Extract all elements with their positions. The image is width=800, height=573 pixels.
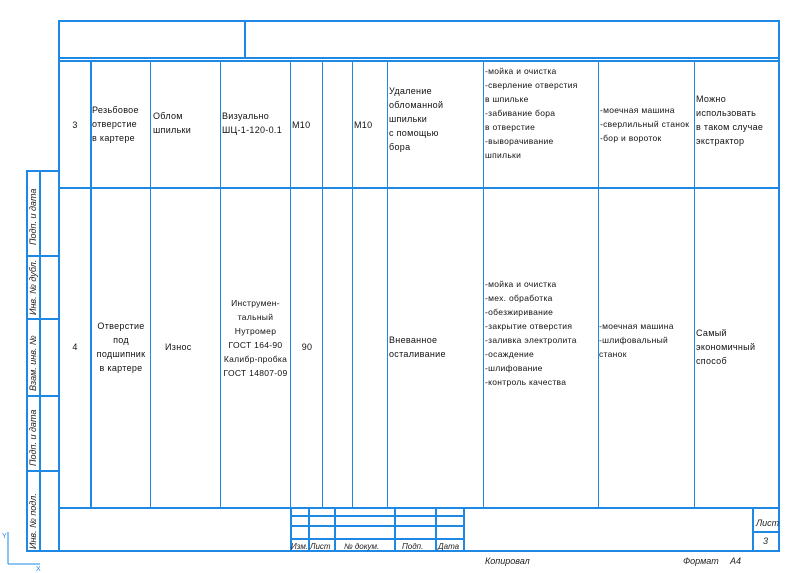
label-data: Дата — [438, 542, 460, 551]
title-block-col — [290, 507, 292, 552]
side-stamp — [26, 170, 58, 552]
equipment-list: -моечная машина -сверлильный станок -бор… — [600, 105, 690, 143]
side-stamp-sep — [26, 470, 58, 472]
title-block-line — [752, 531, 780, 533]
repair-method: Удаление обломанной шпильки с помощью бо… — [389, 86, 444, 152]
operations-list: -мойка и очистка -сверление отверстия в … — [485, 66, 578, 160]
equipment-list: -моечная машина -шлифовальный станок — [599, 321, 674, 359]
label-format: Формат — [683, 556, 719, 566]
title-block-col — [463, 507, 465, 552]
defect-name: Облом шпильки — [153, 111, 192, 135]
title-block-line — [290, 525, 463, 527]
sheet-frame — [58, 20, 780, 552]
label-list: Лист — [310, 542, 331, 551]
side-label-podp: Подп. и дата — [28, 188, 38, 245]
repair-method: Вневанное осталивание — [389, 335, 446, 359]
label-izm: Изм. — [291, 542, 309, 551]
label-podp: Подп. — [402, 542, 424, 551]
side-label-vzam: Взам. инв. № — [28, 335, 38, 391]
label-doc: № докум. — [344, 542, 380, 551]
col-line — [352, 60, 353, 508]
title-block-line — [290, 515, 463, 517]
row-number: 4 — [72, 342, 78, 352]
col-line — [387, 60, 388, 508]
svg-text:X: X — [36, 566, 41, 573]
title-block-col — [752, 507, 754, 552]
sheet-number: 3 — [763, 536, 769, 546]
inspection-method: Визуально ШЦ-1-120-0.1 — [222, 111, 283, 135]
table-top-line — [58, 60, 780, 62]
title-block-col — [334, 507, 336, 552]
title-block-col — [308, 507, 310, 552]
title-block-col — [435, 507, 437, 552]
inspection-method: Инструмен- тальный Нутромер ГОСТ 164-90 … — [223, 298, 288, 378]
side-stamp-sep — [26, 395, 58, 397]
title-block-col — [394, 507, 396, 552]
format-value: А4 — [730, 556, 742, 566]
col-line — [483, 60, 484, 508]
label-copied: Копировал — [485, 556, 530, 566]
note-text: Самый экономичный способ — [696, 328, 756, 366]
col-line — [220, 60, 221, 508]
row-number: 3 — [72, 120, 78, 130]
header-divider — [244, 20, 246, 58]
size-repair: М10 — [354, 120, 373, 130]
col-line — [290, 60, 291, 508]
side-label-inv-dubl: Инв. № дубл. — [28, 259, 38, 315]
svg-text:Y: Y — [2, 533, 7, 540]
col-line — [150, 60, 151, 508]
col-line — [90, 60, 92, 508]
col-line — [598, 60, 599, 508]
side-stamp-divider — [39, 170, 41, 552]
size-nominal: М10 — [292, 120, 311, 130]
side-stamp-sep — [26, 255, 58, 257]
side-label-podp-2: Подп. и дата — [28, 409, 38, 466]
size-nominal: 90 — [301, 342, 313, 352]
header-bottom-line — [58, 57, 780, 59]
table-bottom-line — [58, 507, 780, 509]
defect-location: Резьбовое отверстие в картере — [92, 105, 139, 143]
title-block-line — [290, 538, 463, 540]
row-separator — [58, 187, 780, 189]
col-line — [322, 60, 323, 508]
defect-location: Отверстие под подшипник в картере — [96, 321, 146, 373]
side-stamp-sep — [26, 318, 58, 320]
col-line — [694, 60, 695, 508]
note-text: Можно использовать в таком случае экстра… — [696, 94, 764, 146]
axis-mark-icon: Y X — [2, 532, 41, 573]
defect-name: Износ — [165, 342, 192, 352]
operations-list: -мойка и очистка -мех. обработка -обезжи… — [485, 279, 577, 387]
label-sheet: Лист — [756, 518, 780, 528]
